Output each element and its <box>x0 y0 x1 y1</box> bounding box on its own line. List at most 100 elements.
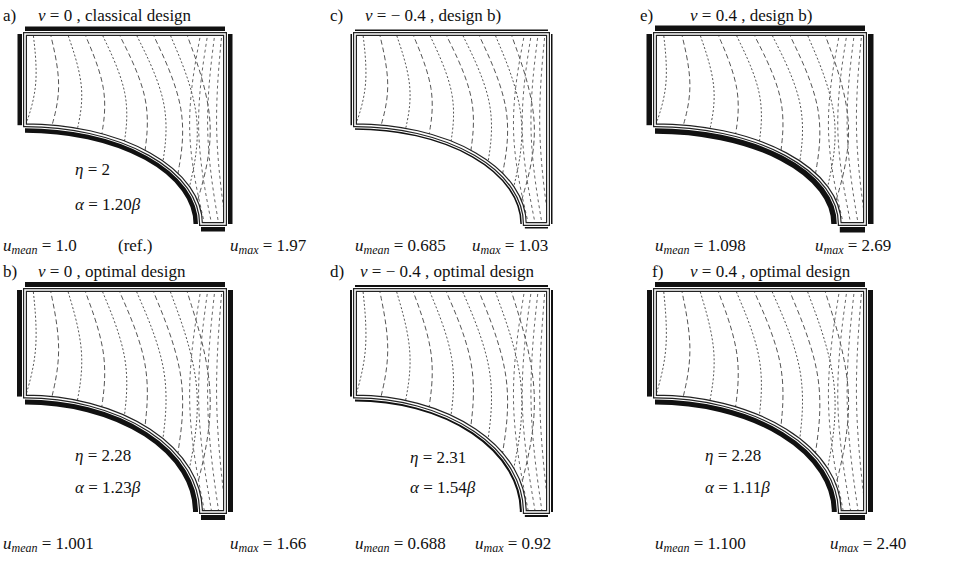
contour-line <box>84 32 105 137</box>
panel-label: η = 2.31 <box>410 448 466 468</box>
contour-line <box>379 32 388 128</box>
label-text: η = 2.28 <box>75 446 131 465</box>
panel-label: umax = 0.92 <box>475 534 551 554</box>
hole-thickness-bar <box>25 130 196 224</box>
panel-label: umean = 1.098 <box>655 236 746 256</box>
thickness-bar <box>868 290 873 512</box>
panel-label: umean = 1.0 <box>3 236 77 256</box>
label-text: umean = 1.001 <box>3 534 94 553</box>
panel-label: ν = 0.4 , design b) <box>690 6 812 26</box>
contour-line <box>513 32 528 226</box>
label-text: b) <box>3 262 17 281</box>
label-text: f) <box>652 262 663 281</box>
panel-label: umean = 1.100 <box>655 534 746 554</box>
contour-line <box>190 32 205 226</box>
contour-line <box>788 32 819 177</box>
contour-lines <box>355 32 549 226</box>
plate-boundary <box>355 290 548 512</box>
thickness-bar <box>868 34 874 224</box>
thickness-bar <box>525 227 548 229</box>
panel-label: α = 1.11β <box>705 478 770 498</box>
plate-boundary <box>25 34 225 224</box>
panel-label: ν = 0 , optimal design <box>38 262 185 282</box>
label-text: α = 1.20β <box>75 195 140 214</box>
thickness-bar <box>351 34 353 125</box>
panel-label: e) <box>640 6 653 26</box>
contour-line <box>152 32 183 177</box>
contour-line <box>494 32 522 190</box>
panel-label: umax = 1.66 <box>230 534 306 554</box>
contour-line <box>461 32 491 164</box>
label-text: e) <box>640 6 653 25</box>
panel-label: η = 2.28 <box>705 446 761 466</box>
plate-panel <box>647 282 873 520</box>
panel-label: ν = − 0.4 , design b) <box>365 6 501 26</box>
thickness-bar <box>355 285 548 287</box>
thickness-bar <box>551 34 553 224</box>
panel-label: umean = 0.685 <box>355 236 446 256</box>
plate-boundary-inner <box>355 290 548 512</box>
plate-boundary <box>355 34 548 224</box>
contour-line <box>717 288 738 410</box>
thickness-bar <box>840 515 865 520</box>
panel-label: ν = − 0.4 , optimal design <box>360 262 534 282</box>
label-text: η = 2.31 <box>410 448 466 467</box>
panel-label: f) <box>652 262 663 282</box>
label-text: umax = 2.40 <box>830 534 906 553</box>
contour-line <box>735 32 762 144</box>
contour-line <box>681 32 690 128</box>
thickness-bar <box>350 290 352 397</box>
thickness-bar <box>551 290 553 512</box>
hole-thickness-bar <box>25 402 196 512</box>
contour-line <box>445 288 474 429</box>
plate-panel <box>18 27 233 232</box>
hole-thickness-bar <box>655 131 834 224</box>
thickness-bar <box>655 26 865 32</box>
contour-line <box>208 288 219 514</box>
thickness-bar <box>201 515 225 520</box>
label-text: umax = 1.66 <box>230 534 306 553</box>
contour-line <box>208 32 219 226</box>
label-text: ν = 0.4 , optimal design <box>690 262 850 281</box>
contour-line <box>510 288 534 488</box>
label-text: ν = 0 , classical design <box>38 6 191 25</box>
label-text: α = 1.54β <box>410 478 475 497</box>
plate-boundary <box>655 34 865 224</box>
contour-line <box>699 32 714 132</box>
label-text: umean = 1.098 <box>655 236 746 255</box>
contour-line <box>50 32 59 128</box>
panel-label: α = 1.23β <box>75 478 140 498</box>
thickness-bar <box>525 515 548 517</box>
thickness-bar <box>647 34 653 125</box>
label-text: umean = 1.100 <box>655 534 746 553</box>
panel-label: α = 1.20β <box>75 195 140 215</box>
contour-line <box>396 288 411 404</box>
contour-line <box>396 32 411 132</box>
thickness-bar <box>228 34 233 224</box>
label-text: umax = 2.69 <box>815 236 891 255</box>
plate-boundary-inner <box>355 34 548 224</box>
plate-boundary-inner <box>25 290 225 512</box>
label-text: α = 1.11β <box>705 478 770 497</box>
contour-line <box>494 288 522 472</box>
contour-line <box>847 288 858 514</box>
contour-line <box>753 288 783 429</box>
plate-boundary-inner <box>655 290 865 512</box>
contour-line <box>771 32 803 164</box>
panel-label: d) <box>330 262 344 282</box>
plate-panel <box>350 285 553 517</box>
contour-line <box>806 288 835 472</box>
thickness-bar <box>18 34 23 125</box>
plate-boundary <box>655 290 865 512</box>
contour-lines <box>355 288 549 514</box>
contour-line <box>824 288 849 488</box>
thickness-bar <box>17 290 22 397</box>
panel-label: umax = 1.03 <box>472 236 548 256</box>
contour-line <box>379 288 388 400</box>
contour-line <box>735 288 762 419</box>
panel-label: η = 2.28 <box>75 446 131 466</box>
panel-label: b) <box>3 262 17 282</box>
label-text: (ref.) <box>118 236 152 255</box>
